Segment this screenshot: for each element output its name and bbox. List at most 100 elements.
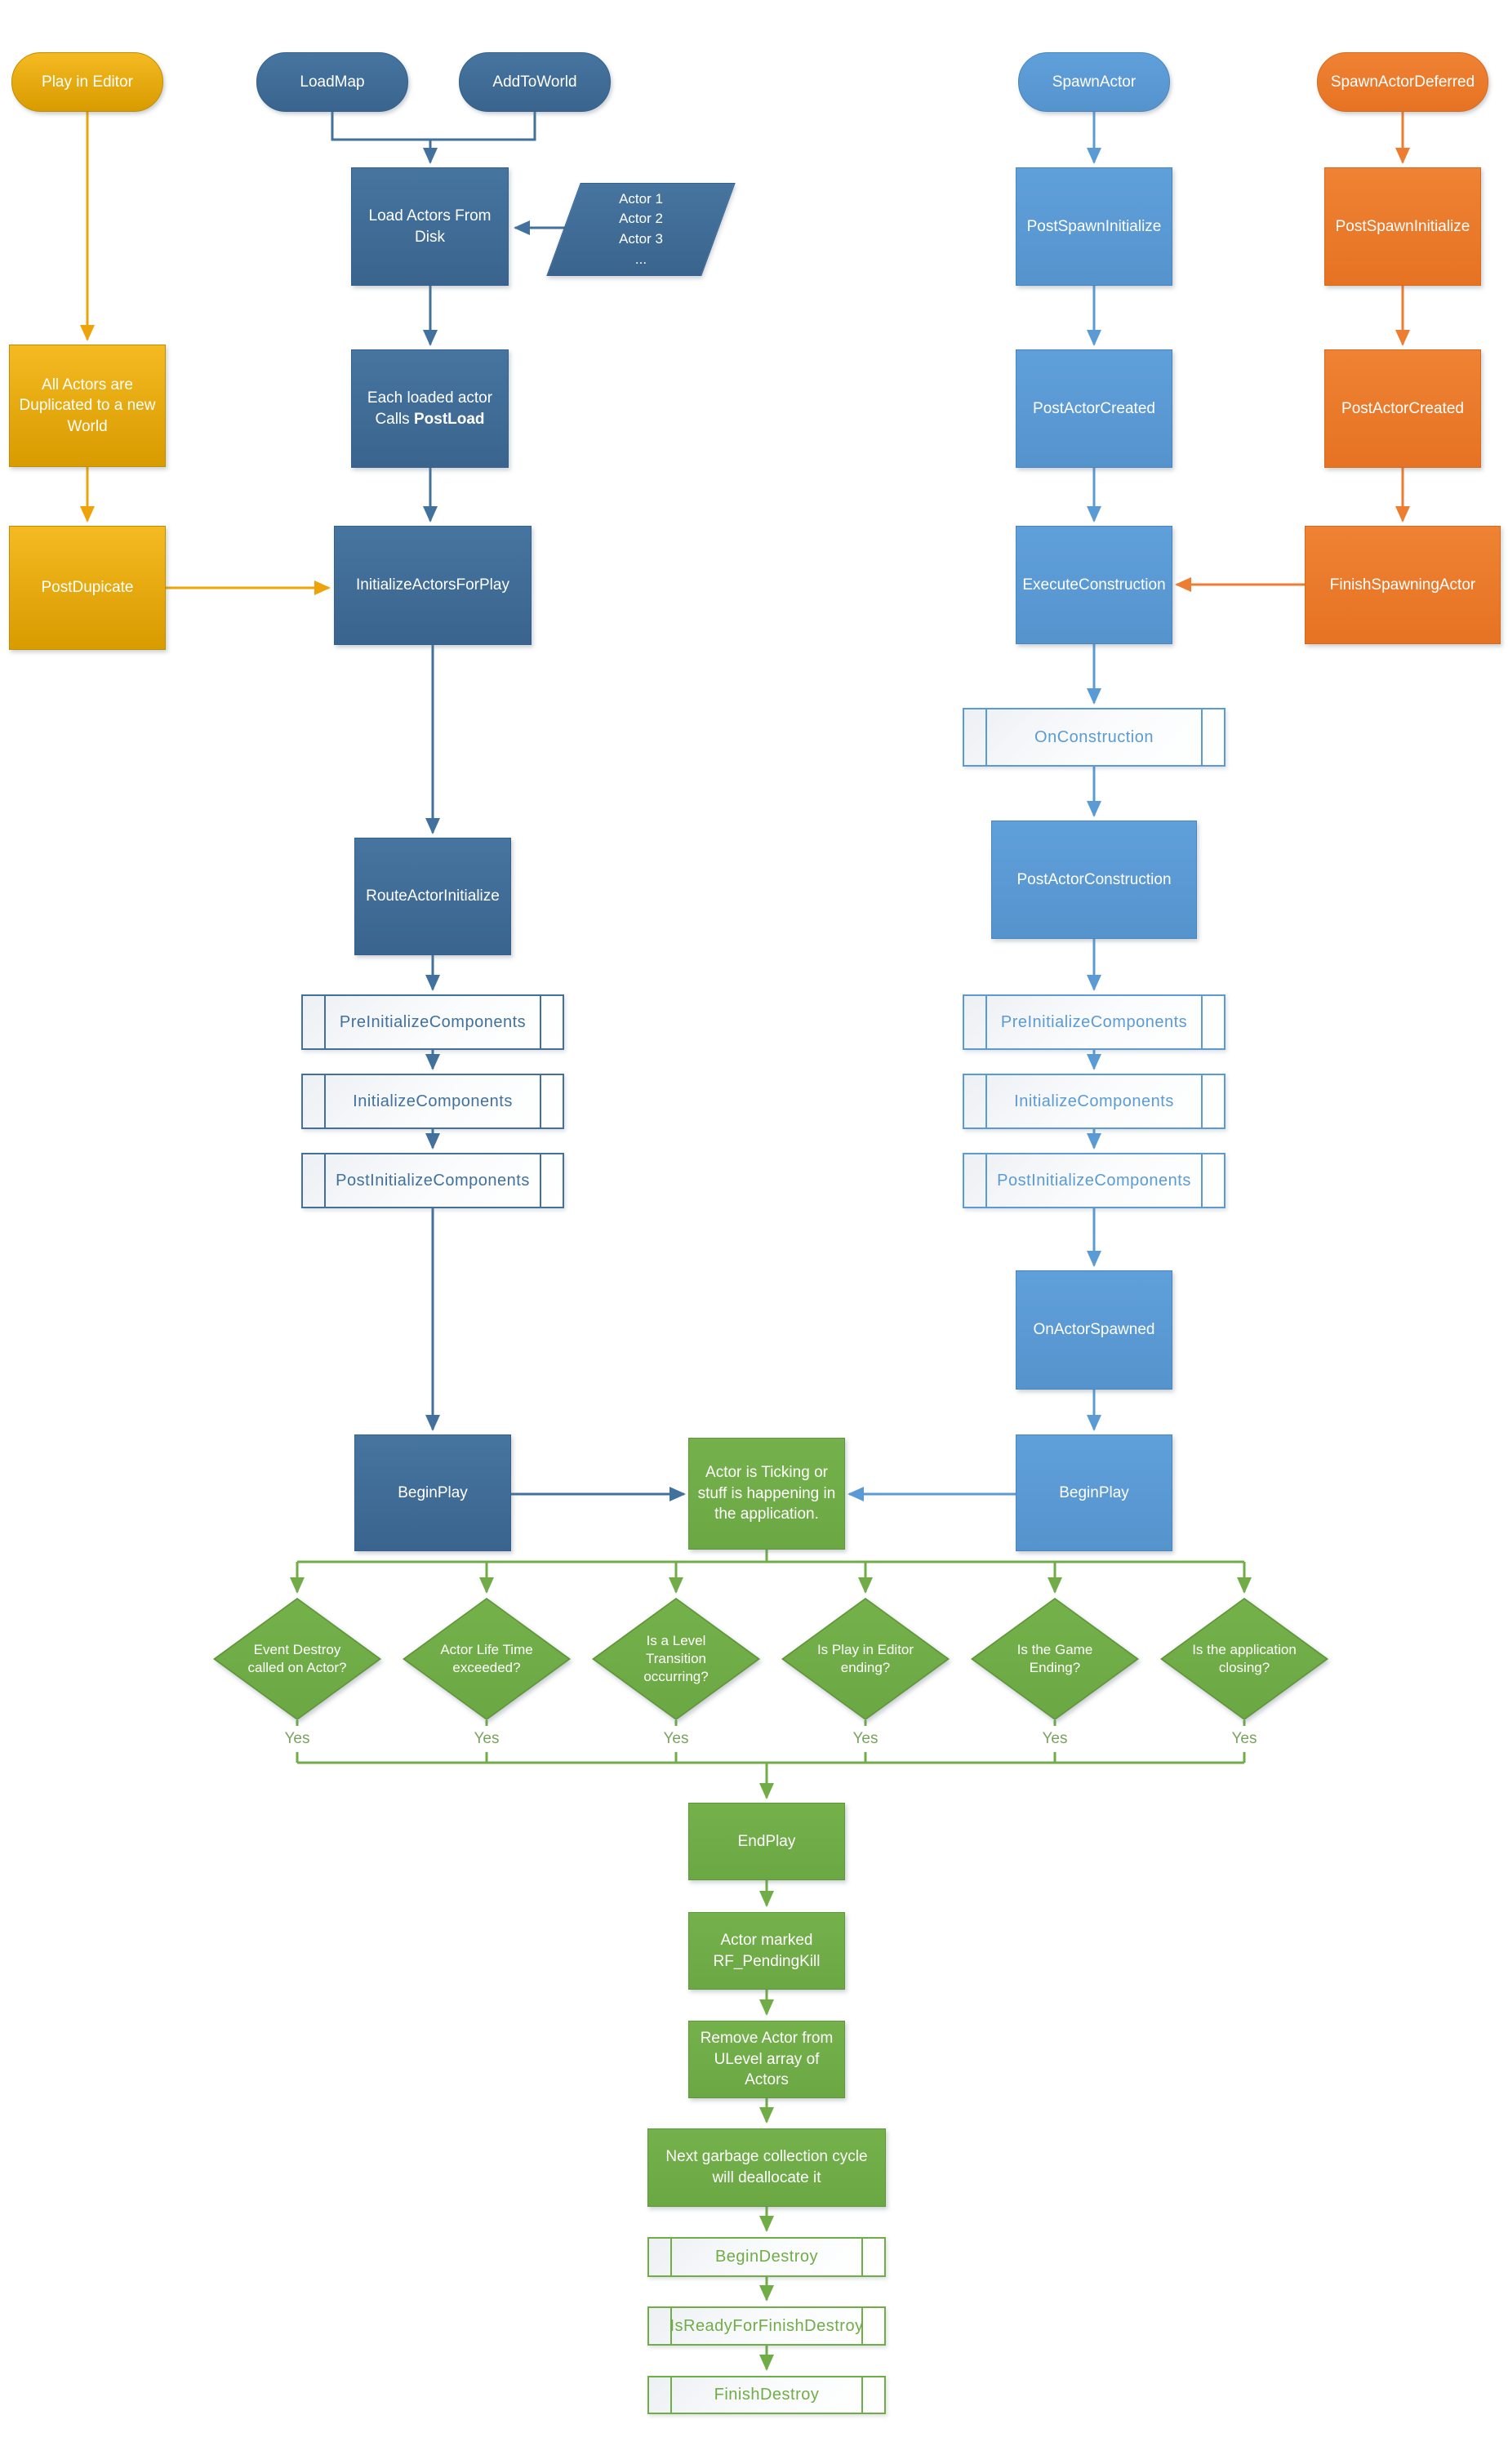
postspawninitialize-orange-node: PostSpawnInitialize (1324, 167, 1481, 286)
spawnactordeferred-node: SpawnActorDeferred (1317, 52, 1488, 112)
preinitializecomponents-left-node: PreInitializeComponents (301, 994, 564, 1050)
yes-label-1: Yes (273, 1726, 322, 1752)
yes-label-3-label: Yes (663, 1730, 689, 1747)
loadmap-node-label: LoadMap (300, 73, 365, 91)
subprocess-bar (861, 2308, 863, 2344)
subprocess-bar (540, 1154, 541, 1207)
subprocess-bar (985, 709, 987, 765)
postinitializecomponents-right-node-label: PostInitializeComponents (997, 1171, 1191, 1190)
subprocess-bar (985, 996, 987, 1048)
yes-label-1-label: Yes (284, 1730, 310, 1747)
subprocess-bar (324, 1154, 326, 1207)
subprocess-bar (1201, 1075, 1203, 1127)
subprocess-bar (670, 2239, 672, 2275)
remove-actor-ulevel-node-label: Remove Actor from ULevel array of Actors (700, 2030, 834, 2089)
pie-ending-diamond: Is Play in Editor ending? (781, 1598, 950, 1720)
actor-ticking-node-label: Actor is Ticking or stuff is happening i… (697, 1464, 836, 1523)
actor-lifetime-diamond-label: Actor Life Time exceeded? (440, 1641, 533, 1675)
edge-dark (331, 112, 536, 141)
postactorconstruction-node-label: PostActorConstruction (1016, 870, 1172, 888)
subprocess-bar (540, 1075, 541, 1127)
spawnactor-node-label: SpawnActor (1052, 73, 1137, 91)
postactorcreated-blue-node-label: PostActorCreated (1033, 399, 1155, 417)
load-actors-from-disk-node: Load Actors From Disk (351, 167, 509, 286)
beginplay-right-node: BeginPlay (1016, 1434, 1172, 1551)
subprocess-bar (540, 996, 541, 1048)
yes-label-4-label: Yes (852, 1730, 879, 1747)
onactorspawned-node: OnActorSpawned (1016, 1270, 1172, 1390)
initializeactorsforplay-node-label: InitializeActorsForPlay (356, 576, 509, 594)
finishspawningactor-node-label: FinishSpawningActor (1329, 576, 1476, 594)
play-in-editor-node: Play in Editor (11, 52, 163, 112)
postinitializecomponents-right-node: PostInitializeComponents (963, 1153, 1226, 1208)
preinitializecomponents-right-node: PreInitializeComponents (963, 994, 1226, 1050)
onconstruction-node-label: OnConstruction (1034, 727, 1154, 746)
actor-lifetime-diamond: Actor Life Time exceeded? (403, 1598, 571, 1720)
beginplay-left-node-label: BeginPlay (398, 1483, 468, 1501)
each-loaded-actor-node-label: Each loaded actor Calls PostLoad (367, 389, 493, 428)
preinitializecomponents-right-node-label: PreInitializeComponents (1000, 1012, 1188, 1031)
each-loaded-actor-node: Each loaded actor Calls PostLoad (351, 349, 509, 468)
addtoworld-node: AddToWorld (459, 52, 611, 112)
garbage-collection-node: Next garbage collection cycle will deall… (647, 2128, 886, 2207)
pie-ending-diamond-label: Is Play in Editor ending? (816, 1641, 914, 1675)
subprocess-bar (985, 1154, 987, 1207)
finishdestroy-node: FinishDestroy (647, 2376, 886, 2414)
postactorcreated-blue-node: PostActorCreated (1016, 349, 1172, 468)
addtoworld-node-label: AddToWorld (492, 73, 577, 91)
postactorconstruction-node: PostActorConstruction (991, 821, 1197, 939)
initializecomponents-right-node-label: InitializeComponents (1014, 1092, 1174, 1110)
postactorcreated-orange-node: PostActorCreated (1324, 349, 1481, 468)
all-actors-duplicated-node-label: All Actors are Duplicated to a new World (19, 376, 156, 435)
finishdestroy-node-label: FinishDestroy (714, 2386, 820, 2404)
yes-label-6: Yes (1220, 1726, 1269, 1752)
app-closing-diamond: Is the application closing? (1160, 1598, 1328, 1720)
finishspawningactor-node: FinishSpawningActor (1305, 526, 1501, 644)
yes-label-2-label: Yes (474, 1730, 500, 1747)
load-actors-from-disk-node-label: Load Actors From Disk (368, 207, 492, 246)
yes-label-3: Yes (652, 1726, 701, 1752)
game-ending-diamond-label: Is the Game Ending? (1016, 1641, 1093, 1675)
subprocess-bar (861, 2377, 863, 2413)
app-closing-diamond-label: Is the application closing? (1192, 1641, 1297, 1675)
garbage-collection-node-label: Next garbage collection cycle will deall… (665, 2148, 868, 2186)
routeactorinitialize-node: RouteActorInitialize (354, 838, 511, 955)
initializecomponents-right-node: InitializeComponents (963, 1074, 1226, 1129)
subprocess-bar (670, 2308, 672, 2344)
postdupicate-node-label: PostDupicate (41, 579, 134, 597)
event-destroy-diamond: Event Destroy called on Actor? (213, 1598, 381, 1720)
isreadyforfinishdestroy-node: IsReadyForFinishDestroy (647, 2306, 886, 2346)
yes-label-5: Yes (1030, 1726, 1079, 1752)
all-actors-duplicated-node: All Actors are Duplicated to a new World (9, 345, 166, 467)
yes-label-4: Yes (841, 1726, 890, 1752)
level-transition-diamond: Is a Level Transition occurring? (592, 1598, 760, 1720)
postspawninitialize-blue-node: PostSpawnInitialize (1016, 167, 1172, 286)
remove-actor-ulevel-node: Remove Actor from ULevel array of Actors (688, 2021, 845, 2098)
begindestroy-node: BeginDestroy (647, 2237, 886, 2277)
subprocess-bar (1201, 709, 1203, 765)
onactorspawned-node-label: OnActorSpawned (1033, 1321, 1155, 1339)
game-ending-diamond: Is the Game Ending? (971, 1598, 1139, 1720)
endplay-node-label: EndPlay (737, 1832, 796, 1850)
subprocess-bar (324, 1075, 326, 1127)
subprocess-bar (1201, 996, 1203, 1048)
yes-label-5-label: Yes (1042, 1730, 1068, 1747)
loadmap-node: LoadMap (256, 52, 408, 112)
actor-ticking-node: Actor is Ticking or stuff is happening i… (688, 1438, 845, 1550)
actor-list-data-node-label: Actor 1 Actor 2 Actor 3 ... (619, 190, 663, 267)
isreadyforfinishdestroy-node-label: IsReadyForFinishDestroy (669, 2316, 864, 2335)
yes-label-2: Yes (462, 1726, 511, 1752)
beginplay-left-node: BeginPlay (354, 1434, 511, 1551)
begindestroy-node-label: BeginDestroy (714, 2248, 819, 2266)
actor-list-data-node: Actor 1 Actor 2 Actor 3 ... (546, 183, 736, 276)
executeconstruction-node: ExecuteConstruction (1016, 526, 1172, 644)
executeconstruction-node-label: ExecuteConstruction (1022, 576, 1166, 594)
event-destroy-diamond-label: Event Destroy called on Actor? (247, 1641, 347, 1675)
postspawninitialize-blue-node-label: PostSpawnInitialize (1026, 217, 1162, 235)
actor-marked-pendingkill-node: Actor marked RF_PendingKill (688, 1912, 845, 1990)
postinitializecomponents-left-node: PostInitializeComponents (301, 1153, 564, 1208)
initializecomponents-left-node-label: InitializeComponents (353, 1092, 513, 1110)
endplay-node: EndPlay (688, 1803, 845, 1880)
initializecomponents-left-node: InitializeComponents (301, 1074, 564, 1129)
